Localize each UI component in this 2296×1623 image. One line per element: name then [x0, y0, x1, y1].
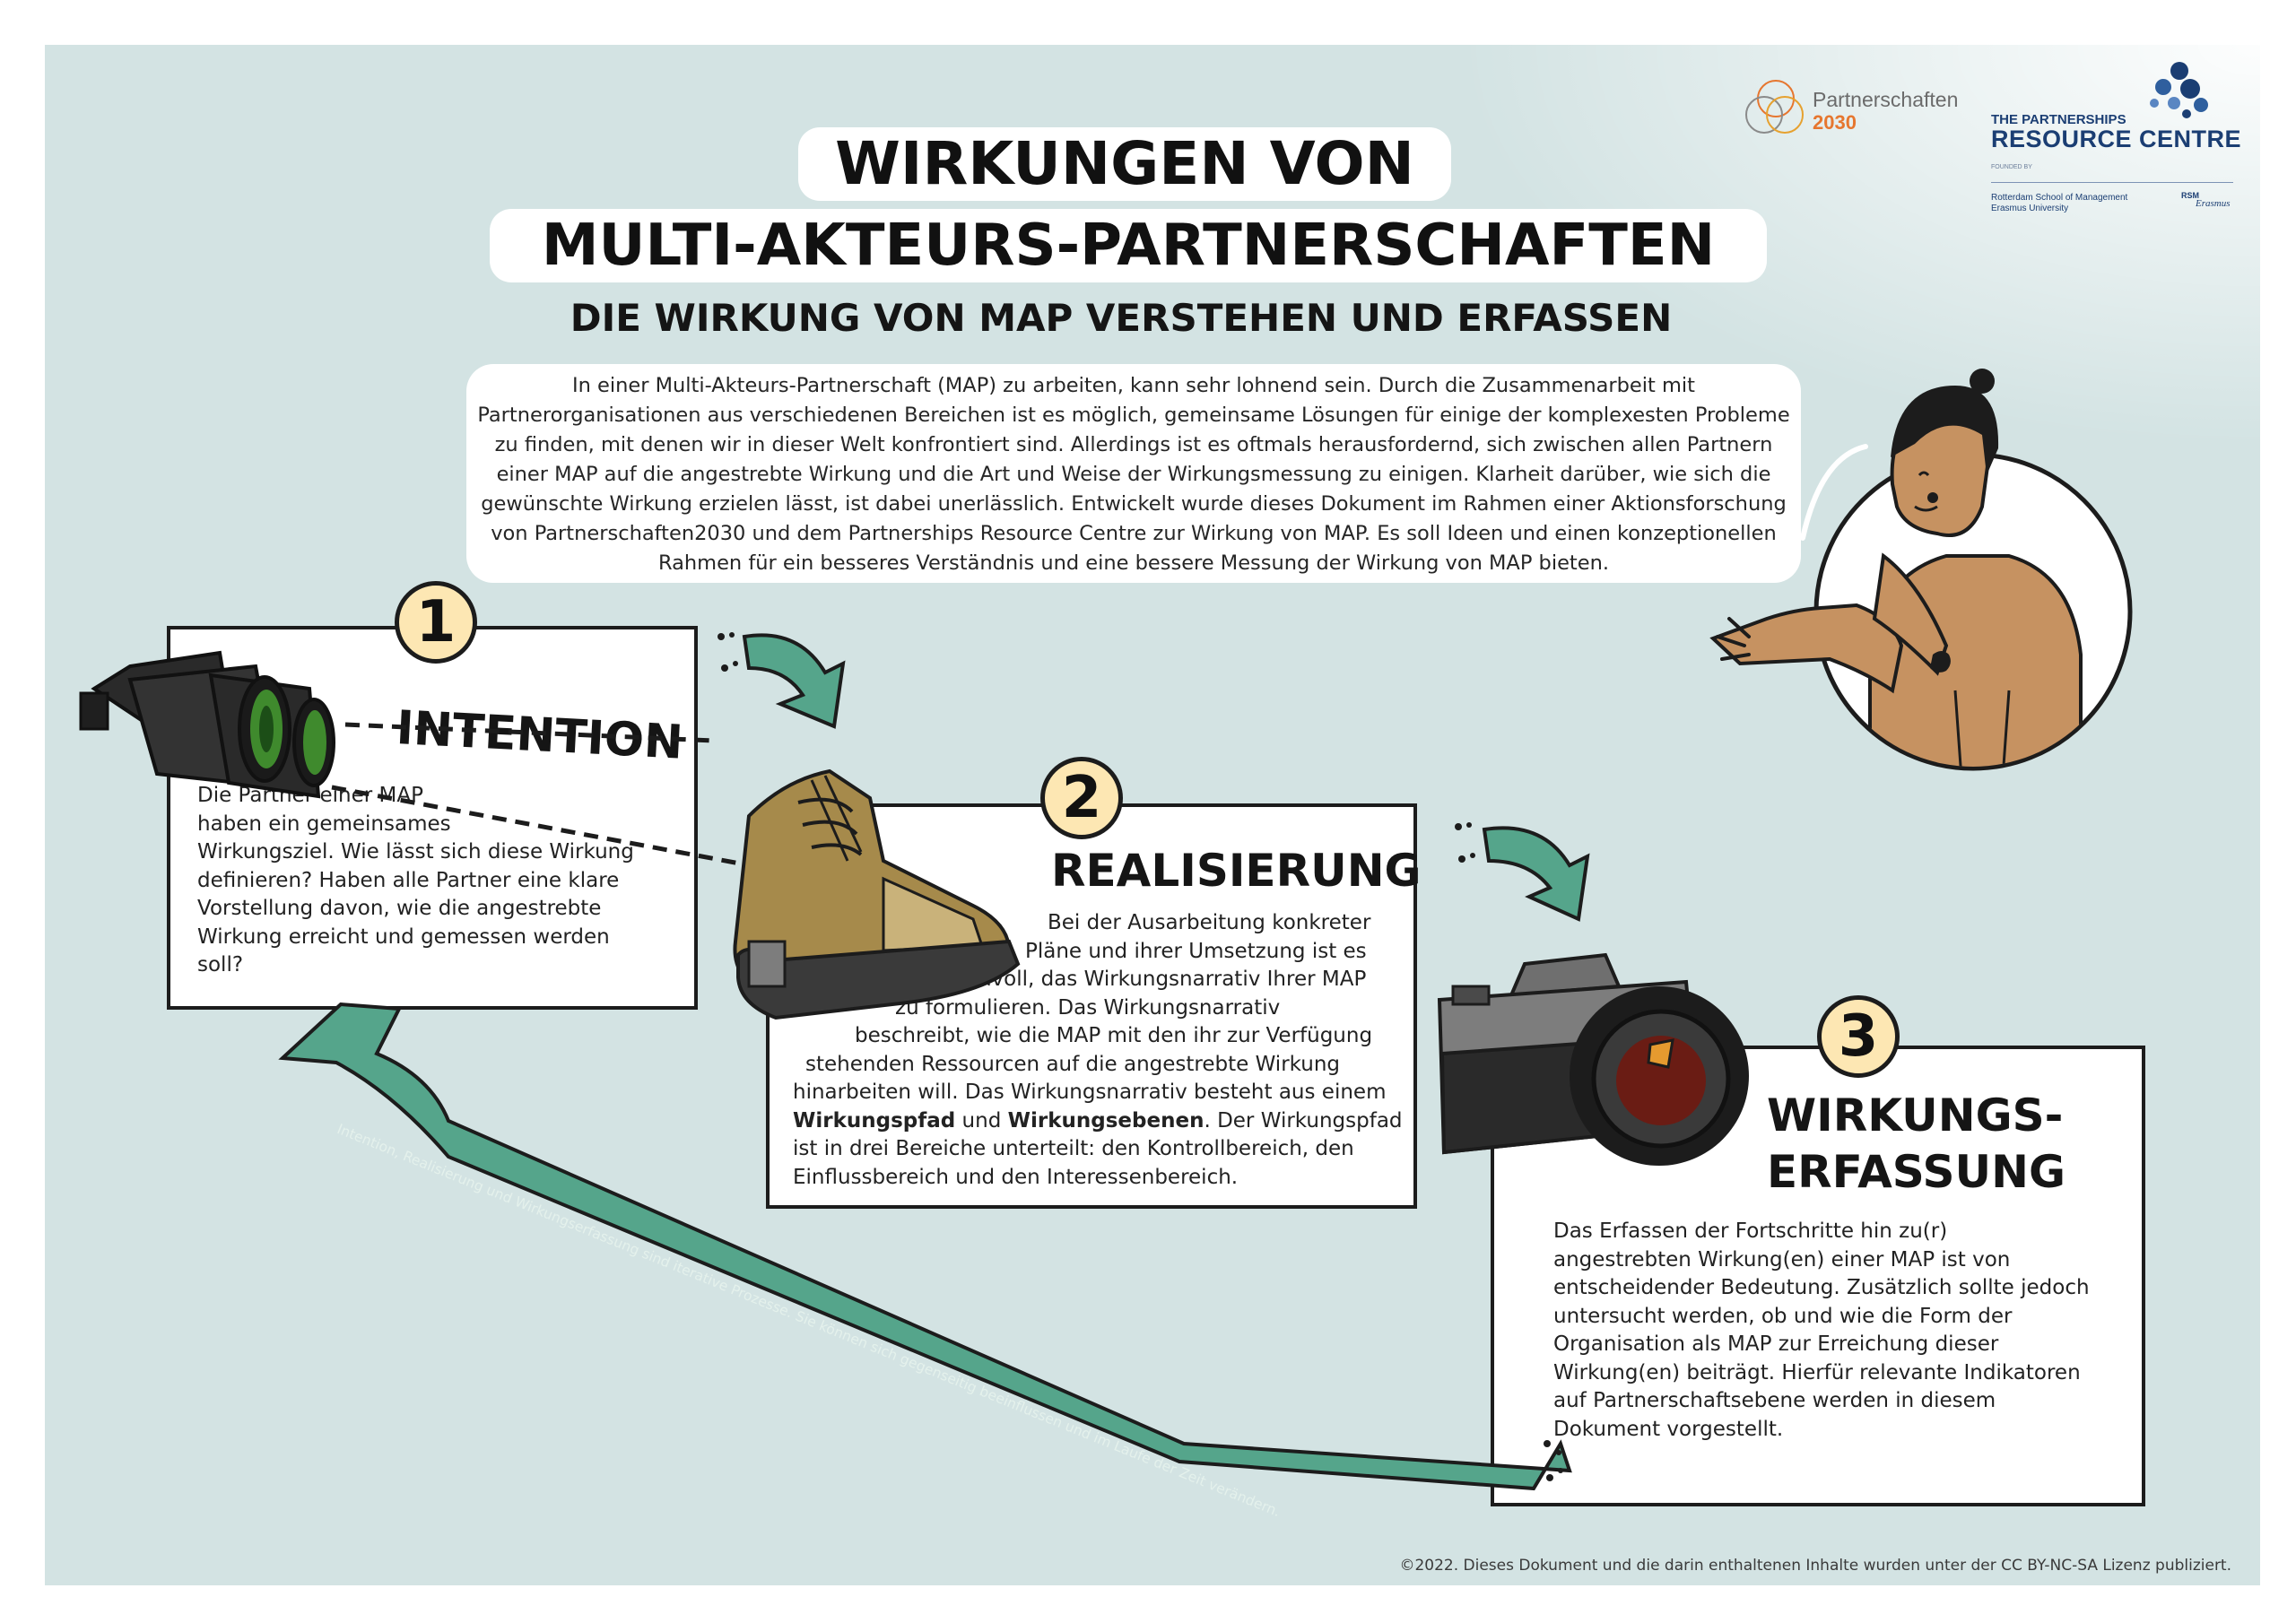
step3-heading-line1: WIRKUNGS- — [1767, 1089, 2064, 1141]
intro-text: In einer Multi-Akteurs-Partnerschaft (MA… — [466, 371, 1801, 578]
prc-divider — [1991, 182, 2233, 183]
step3-text: Das Erfassen der Fortschritte hin zu(r) a… — [1553, 1218, 2127, 1444]
rsm-signature: Erasmus — [2196, 198, 2231, 209]
step3-line: Dokument vorgestellt. — [1553, 1417, 1784, 1441]
step2-line: beschreibt, wie die MAP mit den ihr zur … — [855, 1024, 1373, 1047]
intro-bubble: In einer Multi-Akteurs-Partnerschaft (MA… — [466, 364, 1801, 583]
step2-line: stehenden Ressourcen auf die angestrebte… — [805, 1052, 1341, 1076]
step3-line: Organisation als MAP zur Erreichung dies… — [1553, 1332, 1999, 1356]
step3-heading-line2: ERFASSUNG — [1767, 1146, 2066, 1198]
step2-after-line: ist in drei Bereiche unterteilt: den Kon… — [793, 1137, 1354, 1160]
step3-line: angestrebten Wirkung(en) einer MAP ist v… — [1553, 1247, 2011, 1271]
step2-number: 2 — [1040, 757, 1123, 839]
step2-and: und — [955, 1108, 1008, 1133]
step3-line: Das Erfassen der Fortschritte hin zu(r) — [1553, 1219, 1948, 1243]
step2-line: sinnvoll, das Wirkungsnarrativ Ihrer MAP — [949, 968, 1367, 991]
partnerschaften2030-logo: Partnerschaften 2030 — [1744, 72, 1978, 143]
step1-number: 1 — [395, 581, 477, 664]
step2-line: hinarbeiten will. Das Wirkungsnarrativ b… — [793, 1081, 1387, 1104]
intro-line: gewünschte Wirkung erzielen lässt, ist d… — [481, 492, 1787, 516]
step2-line: zu formulieren. Das Wirkungsnarrativ — [895, 995, 1281, 1020]
prc-main-label: RESOURCE CENTRE — [1991, 126, 2242, 152]
camera-icon — [1437, 952, 1749, 1166]
partnerschaften-name: Partnerschaften — [1813, 88, 1959, 111]
title-line1: WIRKUNGEN VON — [798, 127, 1451, 201]
rsm-line1: Rotterdam School of Management — [1991, 193, 2128, 203]
step1-line: haben ein gemeinsames — [197, 812, 451, 836]
step2-line: Bei der Ausarbeitung konkreter — [1048, 911, 1371, 934]
prc-founded-label: FOUNDED BY — [1991, 164, 2032, 170]
step1-line: Vorstellung davon, wie die angestrebte — [197, 897, 602, 920]
step2-heading: REALISIERUNG — [1051, 845, 1422, 897]
prc-top-label: THE PARTNERSHIPS — [1991, 112, 2126, 127]
wirkungspfad-term: Wirkungspfad — [793, 1108, 956, 1133]
title-line2: MULTI-AKTEURS-PARTNERSCHAFTEN — [490, 209, 1767, 282]
prc-logo: THE PARTNERSHIPS RESOURCE CENTRE FOUNDED… — [1991, 58, 2251, 238]
arrow-2-to-3-icon — [1455, 822, 1590, 922]
arrow-1-to-2-icon — [718, 632, 846, 729]
step1-line: Wirkung erreicht und gemessen werden — [197, 924, 610, 949]
step1-line: definieren? Haben alle Partner eine klar… — [197, 868, 620, 892]
poster-canvas: Partnerschaften 2030 THE PARTNERSHIPS RE… — [45, 45, 2260, 1585]
step2-after-line: Einflussbereich und den Interessenbereic… — [793, 1165, 1239, 1189]
step1-line: Wirkungsziel. Wie lässt sich diese Wirku… — [197, 840, 634, 864]
intro-line: Partnerorganisationen aus verschiedenen … — [477, 404, 1790, 427]
presenter-person-icon — [1709, 369, 2133, 771]
intro-line: einer MAP auf die angestrebte Wirkung un… — [496, 463, 1771, 486]
rsm-line2: Erasmus University — [1991, 204, 2069, 213]
intro-line: zu finden, mit denen wir in dieser Welt … — [494, 433, 1773, 456]
partnerschaften-year: 2030 — [1813, 111, 1857, 134]
step3-line: untersucht werden, ob und wie die Form d… — [1553, 1304, 2013, 1328]
footer-license: ©2022. Dieses Dokument und die darin ent… — [1399, 1557, 2231, 1575]
intro-line: von Partnerschaften2030 und dem Partners… — [491, 522, 1777, 545]
rsm-mark: RSM — [2181, 191, 2199, 200]
binoculars-icon — [79, 650, 741, 866]
hiking-boot-icon — [733, 768, 1021, 1020]
step2-line-bold: Wirkungspfad und Wirkungsebenen. Der Wir… — [770, 1107, 1406, 1136]
prc-dots-icon — [2150, 62, 2208, 118]
subtitle: DIE WIRKUNG VON MAP VERSTEHEN UND ERFASS… — [570, 296, 1673, 340]
speech-tail-icon — [1800, 444, 1868, 541]
step3-line: Wirkung(en) beiträgt. Hierfür relevante … — [1553, 1360, 2081, 1384]
step3-line: auf Partnerschaftsebene werden in diesem — [1553, 1389, 1996, 1412]
step3-wirkungserfassung-box: Das Erfassen der Fortschritte hin zu(r) a… — [1491, 1046, 2145, 1506]
intro-line: Rahmen für ein besseres Verständnis und … — [657, 551, 1609, 575]
intro-line: In einer Multi-Akteurs-Partnerschaft (MA… — [571, 374, 1695, 397]
cycle-arrow-icon — [278, 1002, 1572, 1491]
step1-line: soll? — [197, 953, 244, 976]
wirkungsebenen-term: Wirkungsebenen — [1007, 1108, 1205, 1133]
partnerschaften-rings-icon — [1745, 80, 1804, 134]
step2-line: Pläne und ihrer Umsetzung ist es — [1025, 939, 1367, 963]
step3-line: entscheidender Bedeutung. Zusätzlich sol… — [1553, 1276, 2090, 1299]
step2-line8-tail: . Der Wirkungspfad — [1204, 1108, 1403, 1133]
step3-number: 3 — [1817, 995, 1900, 1078]
